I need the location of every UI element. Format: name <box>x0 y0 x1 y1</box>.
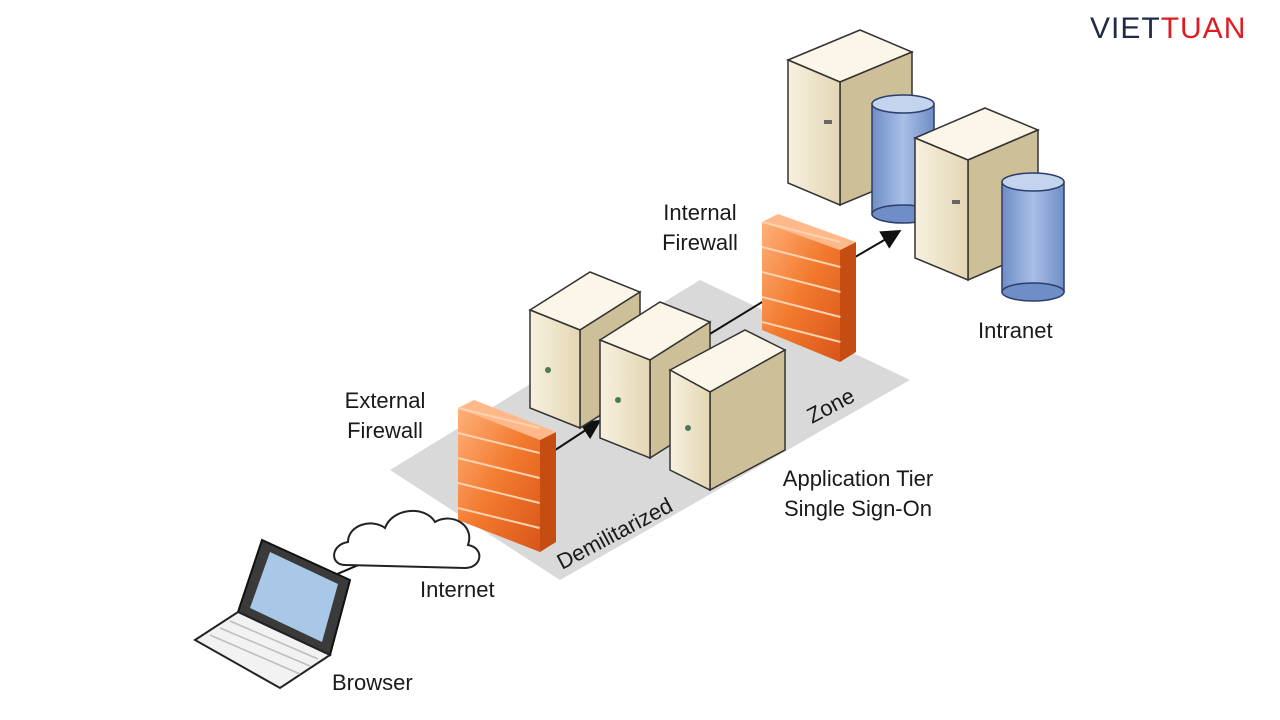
laptop-icon <box>193 538 352 690</box>
application-tier-label-line1: Application Tier <box>782 466 934 491</box>
internal-firewall-label: Internal Firewall <box>640 198 760 258</box>
external-firewall-label: External Firewall <box>330 386 440 446</box>
internal-firewall-icon <box>761 214 856 362</box>
application-tier-label: Application Tier Single Sign-On <box>758 464 958 524</box>
arrow-to-intranet <box>849 229 902 261</box>
internet-label: Internet <box>420 577 495 602</box>
viettuan-logo: VIETTUAN <box>1090 12 1246 46</box>
external-firewall-icon <box>456 400 556 552</box>
intranet-database-2-icon <box>1001 172 1065 302</box>
internal-firewall-label-line2: Firewall <box>662 230 738 255</box>
logo-part-tuan: TUAN <box>1160 12 1247 45</box>
logo-part-viet: VIET <box>1090 12 1161 45</box>
internal-firewall-label-line1: Internal <box>663 200 737 225</box>
dmz-server-front-icon <box>668 329 787 492</box>
intranet-label: Intranet <box>978 318 1053 343</box>
cloud-icon <box>333 509 481 570</box>
external-firewall-label-line2: Firewall <box>347 418 423 443</box>
external-firewall-label-line1: External <box>344 388 426 413</box>
browser-label: Browser <box>332 670 413 695</box>
application-tier-label-line2: Single Sign-On <box>784 496 932 521</box>
